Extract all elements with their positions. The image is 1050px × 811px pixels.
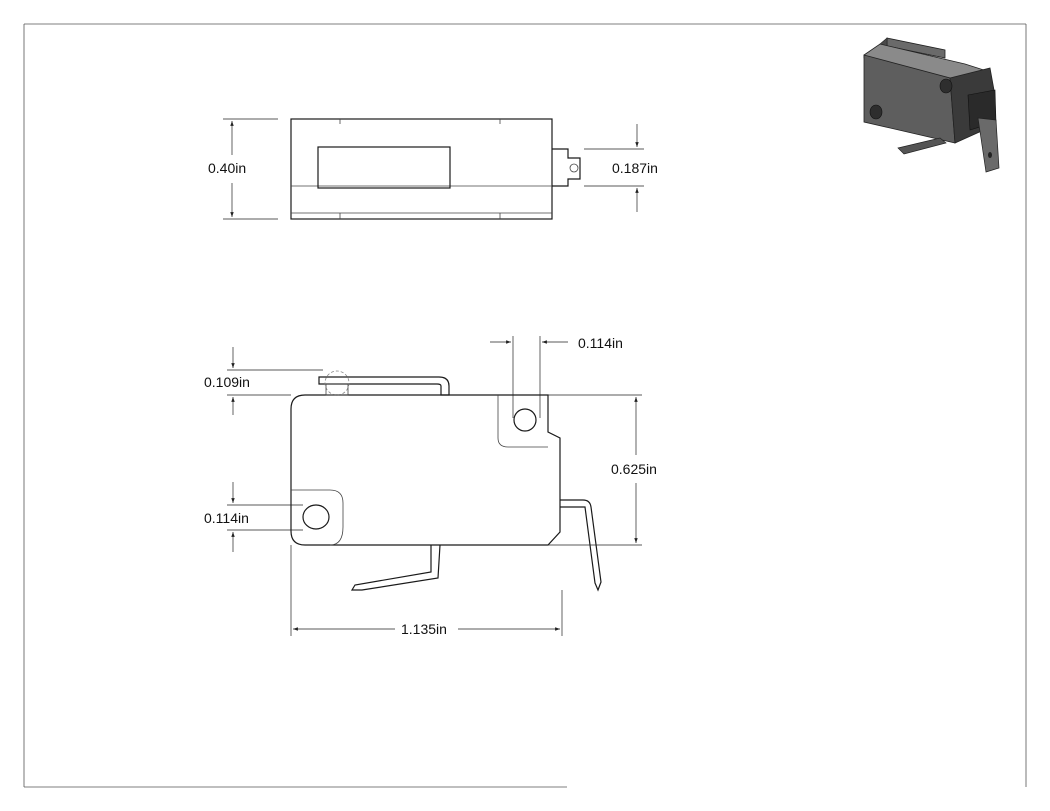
dim-label-lever-offset: 0.109in (204, 374, 250, 390)
dim-body-height: 0.625in (548, 394, 657, 546)
dim-actuator-width: 0.187in (584, 124, 658, 212)
front-view (290, 370, 602, 592)
dim-hole-pitch-top: 0.114in (490, 335, 623, 418)
dim-label-body-height: 0.625in (611, 461, 657, 477)
dim-label-actuator-width: 0.187in (612, 160, 658, 176)
top-view (290, 118, 581, 220)
sheet-frame (23, 23, 1027, 788)
dim-hole-offset-left: 0.114in (204, 482, 303, 552)
dim-label-height-top: 0.40in (208, 160, 246, 176)
dim-label-hole-pitch-top: 0.114in (578, 335, 623, 351)
dim-body-length: 1.135in (290, 545, 563, 637)
dim-label-hole-offset-left: 0.114in (204, 510, 249, 526)
dim-label-body-length: 1.135in (401, 621, 447, 637)
dim-lever-offset: 0.109in (204, 347, 323, 415)
isometric-render (863, 37, 1000, 173)
dim-height-top: 0.40in (208, 118, 278, 220)
